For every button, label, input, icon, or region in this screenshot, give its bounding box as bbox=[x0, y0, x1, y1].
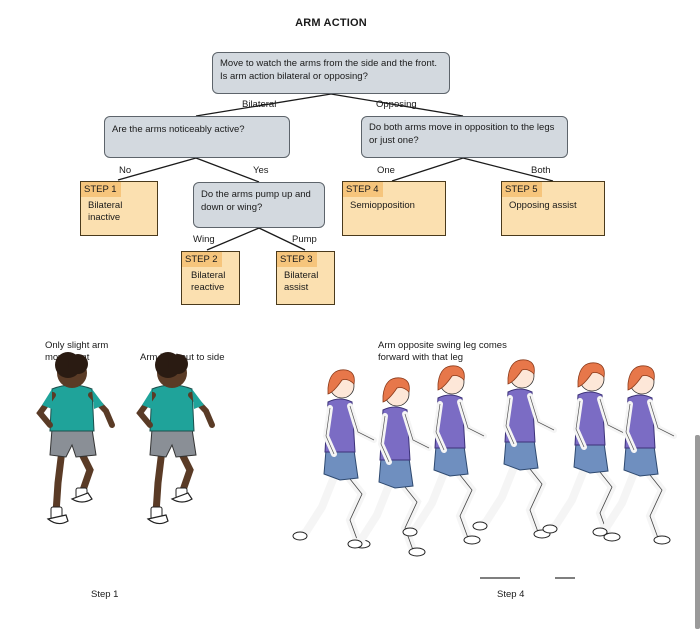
step1-desc: Bilateral inactive bbox=[88, 200, 123, 223]
label-opposing: Opposing bbox=[376, 99, 417, 110]
label-step1-illustration: Step 1 bbox=[91, 589, 119, 600]
edge-bilateral bbox=[195, 93, 332, 117]
edge-no bbox=[117, 157, 197, 181]
step5-desc: Opposing assist bbox=[509, 200, 577, 211]
question-root: Move to watch the arms from the side and… bbox=[212, 52, 450, 94]
step3-label: STEP 3 bbox=[277, 252, 317, 267]
label-bilateral: Bilateral bbox=[242, 99, 277, 110]
step3-desc: Bilateral assist bbox=[284, 270, 319, 293]
label-pump: Pump bbox=[292, 234, 317, 245]
question-active: Are the arms noticeably active? bbox=[104, 116, 290, 158]
girl-figure-4 bbox=[473, 360, 554, 538]
question-root-text: Move to watch the arms from the side and… bbox=[220, 58, 438, 82]
step2-box: STEP 2 Bilateral reactive bbox=[181, 251, 240, 305]
question-active-text: Are the arms noticeably active? bbox=[112, 124, 245, 135]
step4-box: STEP 4 Semiopposition bbox=[342, 181, 446, 236]
edge-pump bbox=[258, 227, 306, 251]
label-yes: Yes bbox=[253, 165, 269, 176]
edge-one bbox=[391, 157, 464, 182]
edge-wing bbox=[206, 227, 260, 251]
label-both: Both bbox=[531, 165, 551, 176]
step2-desc: Bilateral reactive bbox=[191, 270, 226, 293]
edge-yes bbox=[195, 157, 260, 183]
step2-label: STEP 2 bbox=[182, 252, 222, 267]
scrollbar-thumb[interactable] bbox=[695, 435, 700, 629]
question-opposition: Do both arms move in opposition to the l… bbox=[361, 116, 568, 158]
girl-figure-3 bbox=[403, 366, 484, 544]
label-step4-illustration: Step 4 bbox=[497, 589, 525, 600]
step5-box: STEP 5 Opposing assist bbox=[501, 181, 605, 236]
step4-desc: Semiopposition bbox=[350, 200, 415, 211]
step5-label: STEP 5 bbox=[502, 182, 542, 197]
step3-box: STEP 3 Bilateral assist bbox=[276, 251, 335, 305]
girl-figure-1 bbox=[293, 370, 374, 548]
question-opposition-text: Do both arms move in opposition to the l… bbox=[369, 122, 555, 146]
label-wing: Wing bbox=[193, 234, 215, 245]
question-pump: Do the arms pump up and down or wing? bbox=[193, 182, 325, 228]
figure-title: ARM ACTION bbox=[295, 17, 367, 29]
step4-label: STEP 4 bbox=[343, 182, 383, 197]
label-no: No bbox=[119, 165, 132, 176]
edge-opposing bbox=[330, 93, 464, 117]
step1-box: STEP 1 Bilateral inactive bbox=[80, 181, 158, 236]
edge-both bbox=[462, 157, 554, 182]
label-one: One bbox=[377, 165, 395, 176]
question-pump-text: Do the arms pump up and down or wing? bbox=[201, 189, 311, 213]
step1-label: STEP 1 bbox=[81, 182, 121, 197]
caption-opposite-swing: Arm opposite swing leg comes forward wit… bbox=[378, 340, 507, 363]
